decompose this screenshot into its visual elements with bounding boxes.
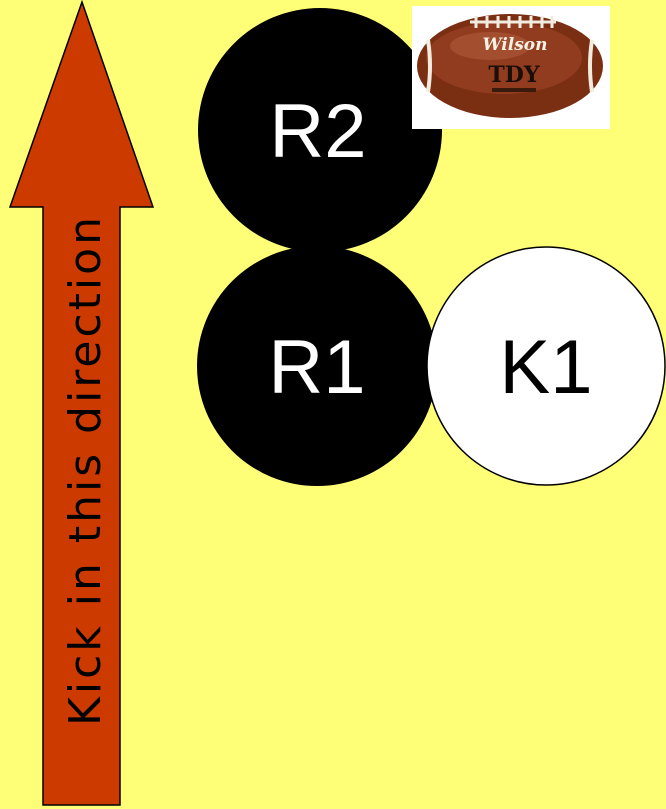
football-icon: Wilson TDY	[417, 14, 603, 118]
player-r1-label: R1	[268, 325, 365, 410]
player-r2-circle	[198, 8, 442, 252]
football-brand-text: Wilson	[483, 35, 548, 55]
player-r2: R2	[198, 8, 442, 252]
player-k1: K1	[426, 246, 666, 486]
player-r1: R1	[197, 246, 437, 486]
arrow-label: Kick in this direction	[60, 214, 111, 726]
arrow-up-icon	[8, 0, 155, 806]
kick-direction-arrow: Kick in this direction	[8, 0, 155, 806]
player-r1-circle	[197, 246, 437, 486]
player-k1-circle	[426, 246, 666, 486]
football-image: Wilson TDY	[412, 6, 610, 129]
football-model-text: TDY	[488, 62, 539, 88]
player-r2-label: R2	[269, 89, 366, 174]
player-k1-label: K1	[500, 325, 593, 410]
